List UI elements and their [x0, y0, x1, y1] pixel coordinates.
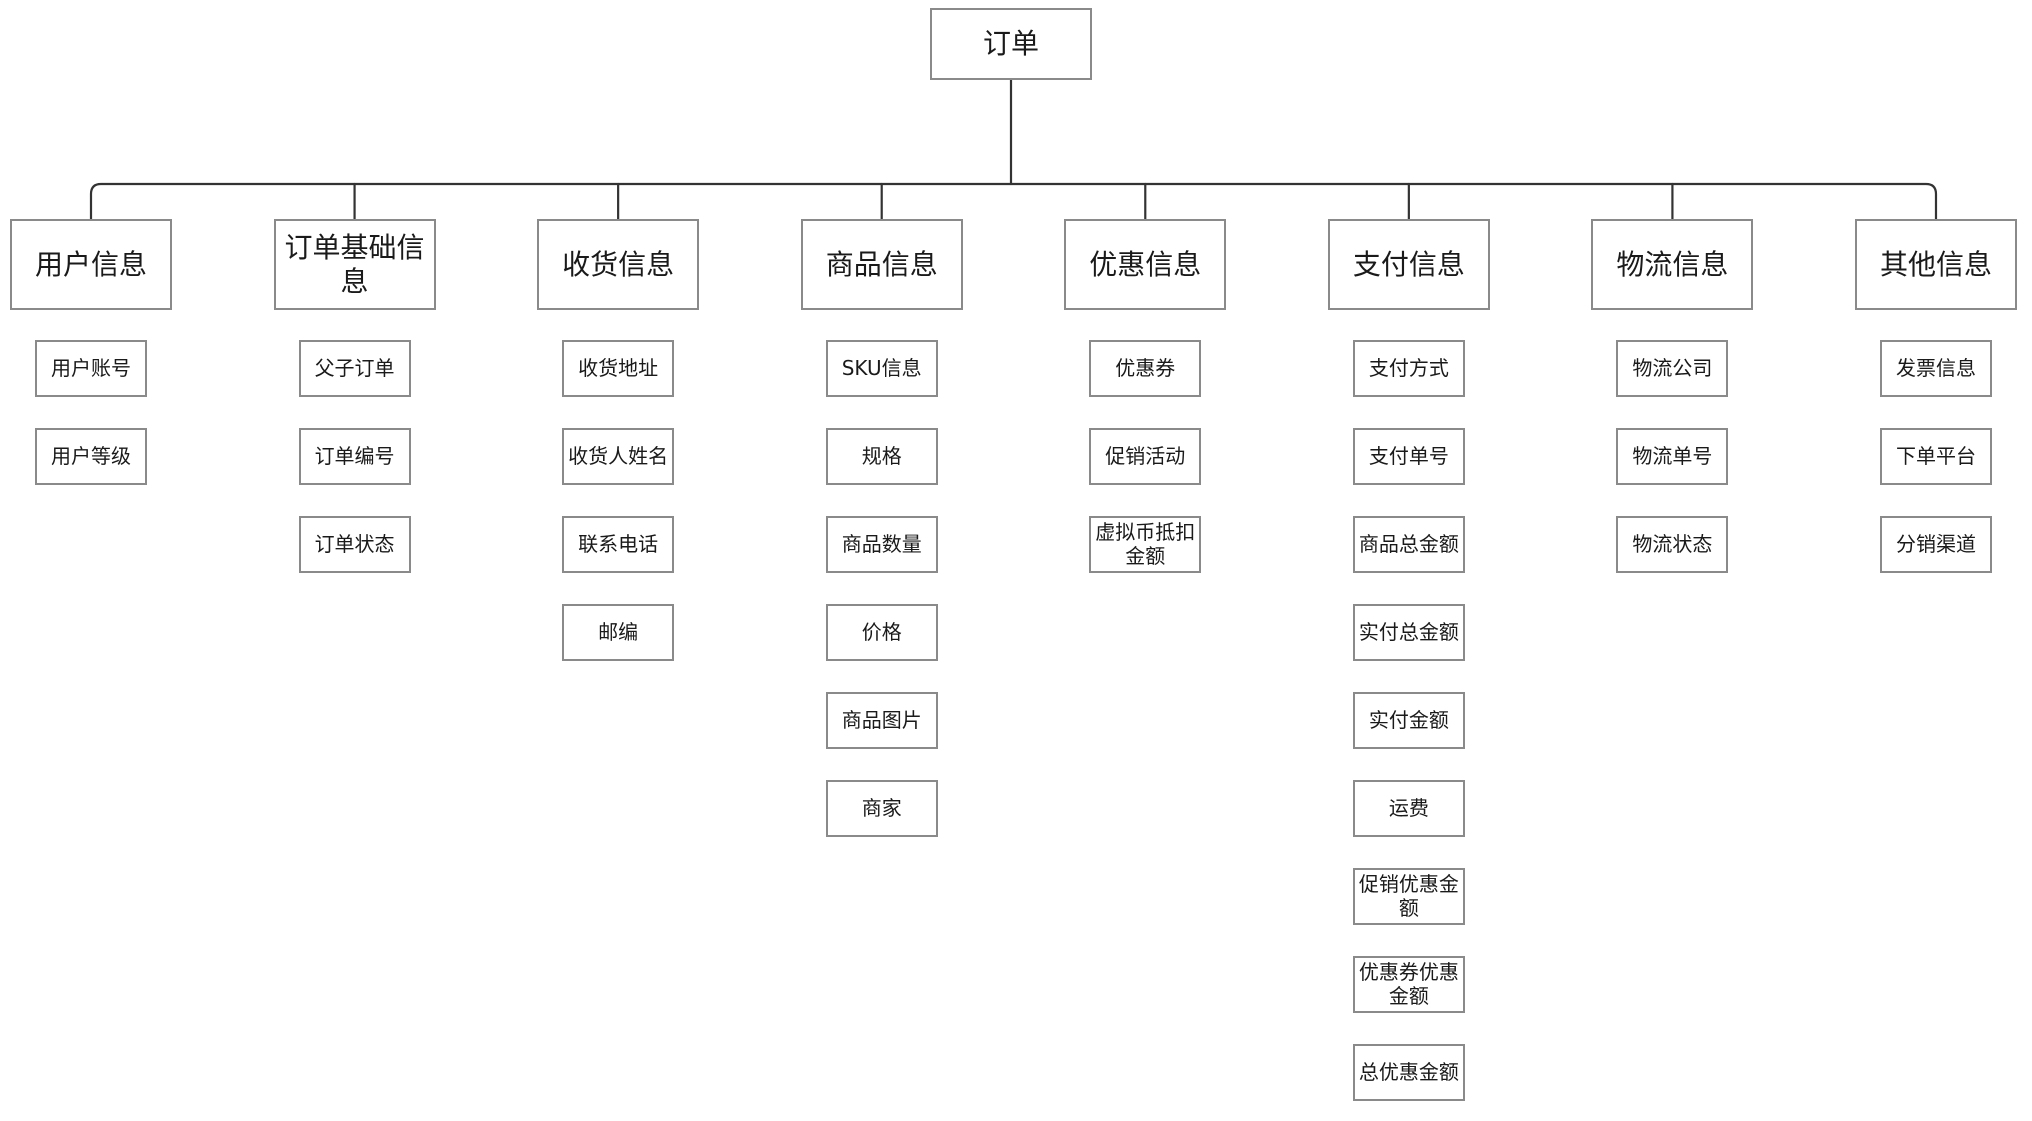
- leaf-node-4-3[interactable]: 商品数量: [825, 516, 938, 573]
- leaf-node-4-2[interactable]: 规格: [825, 428, 938, 485]
- leaf-node-6-2[interactable]: 支付单号: [1352, 428, 1465, 485]
- leaf-node-4-5[interactable]: 商品图片: [825, 692, 938, 749]
- leaf-node-2-1[interactable]: 父子订单: [298, 340, 411, 397]
- leaf-node-5-2[interactable]: 促销活动: [1089, 428, 1202, 485]
- leaf-node-3-3[interactable]: 联系电话: [562, 516, 675, 573]
- leaf-node-6-4[interactable]: 实付总金额: [1352, 604, 1465, 661]
- leaf-node-1-1[interactable]: 用户账号: [35, 340, 147, 397]
- root-node-order[interactable]: 订单: [930, 8, 1092, 80]
- leaf-node-7-3[interactable]: 物流状态: [1616, 516, 1729, 573]
- leaf-node-4-6[interactable]: 商家: [825, 780, 938, 837]
- branch-node-3[interactable]: 收货信息: [537, 219, 700, 310]
- branch-node-1[interactable]: 用户信息: [10, 219, 172, 310]
- leaf-node-2-2[interactable]: 订单编号: [298, 428, 411, 485]
- branch-node-8[interactable]: 其他信息: [1854, 219, 2017, 310]
- leaf-node-8-1[interactable]: 发票信息: [1879, 340, 1992, 397]
- branch-node-2[interactable]: 订单基础信息: [273, 219, 436, 310]
- leaf-node-6-1[interactable]: 支付方式: [1352, 340, 1465, 397]
- leaf-node-8-3[interactable]: 分销渠道: [1879, 516, 1992, 573]
- branch-bus: [89, 182, 1938, 221]
- leaf-node-6-9[interactable]: 总优惠金额: [1352, 1044, 1465, 1101]
- branch-node-5[interactable]: 优惠信息: [1064, 219, 1227, 310]
- leaf-node-3-1[interactable]: 收货地址: [562, 340, 675, 397]
- leaf-node-3-2[interactable]: 收货人姓名: [562, 428, 675, 485]
- leaf-node-2-3[interactable]: 订单状态: [298, 516, 411, 573]
- leaf-node-7-2[interactable]: 物流单号: [1616, 428, 1729, 485]
- leaf-node-8-2[interactable]: 下单平台: [1879, 428, 1992, 485]
- branch-node-4[interactable]: 商品信息: [800, 219, 963, 310]
- leaf-node-6-8[interactable]: 优惠券优惠 金额: [1352, 956, 1465, 1013]
- branch-node-6[interactable]: 支付信息: [1327, 219, 1490, 310]
- leaf-node-3-4[interactable]: 邮编: [562, 604, 675, 661]
- leaf-node-4-1[interactable]: SKU信息: [825, 340, 938, 397]
- leaf-node-5-3[interactable]: 虚拟币抵扣 金额: [1089, 516, 1202, 573]
- leaf-node-1-2[interactable]: 用户等级: [35, 428, 147, 485]
- leaf-node-4-4[interactable]: 价格: [825, 604, 938, 661]
- leaf-node-5-1[interactable]: 优惠券: [1089, 340, 1202, 397]
- leaf-node-6-3[interactable]: 商品总金额: [1352, 516, 1465, 573]
- branch-node-7[interactable]: 物流信息: [1591, 219, 1754, 310]
- leaf-node-6-5[interactable]: 实付金额: [1352, 692, 1465, 749]
- leaf-node-6-6[interactable]: 运费: [1352, 780, 1465, 837]
- leaf-node-7-1[interactable]: 物流公司: [1616, 340, 1729, 397]
- leaf-node-6-7[interactable]: 促销优惠金 额: [1352, 868, 1465, 925]
